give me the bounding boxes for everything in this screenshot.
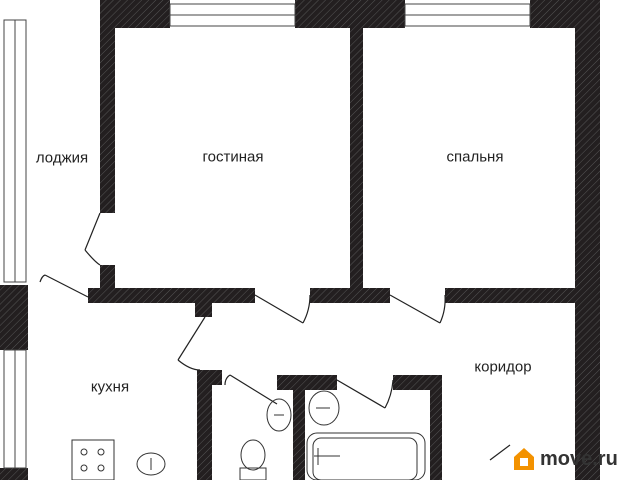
kitchen-sink-icon	[136, 452, 166, 476]
washbasin-icon	[308, 390, 340, 426]
toilet-icon	[239, 439, 267, 480]
room-label-bedroom: спальня	[446, 148, 504, 166]
room-label-corridor: коридор	[474, 358, 532, 376]
room-label-loggia: лоджия	[35, 149, 89, 167]
windows	[3, 3, 531, 469]
house-icon	[514, 448, 534, 470]
washbasin-icon	[266, 398, 292, 432]
stove-icon	[71, 439, 115, 480]
bathtub-icon	[306, 432, 426, 480]
fixtures	[71, 390, 426, 480]
watermark-logo: move.ru	[512, 446, 618, 472]
room-label-living-room: гостиная	[202, 148, 264, 166]
watermark-text: move.ru	[540, 447, 618, 470]
doors	[39, 212, 511, 461]
walls	[0, 0, 600, 480]
room-label-kitchen: кухня	[90, 378, 130, 396]
